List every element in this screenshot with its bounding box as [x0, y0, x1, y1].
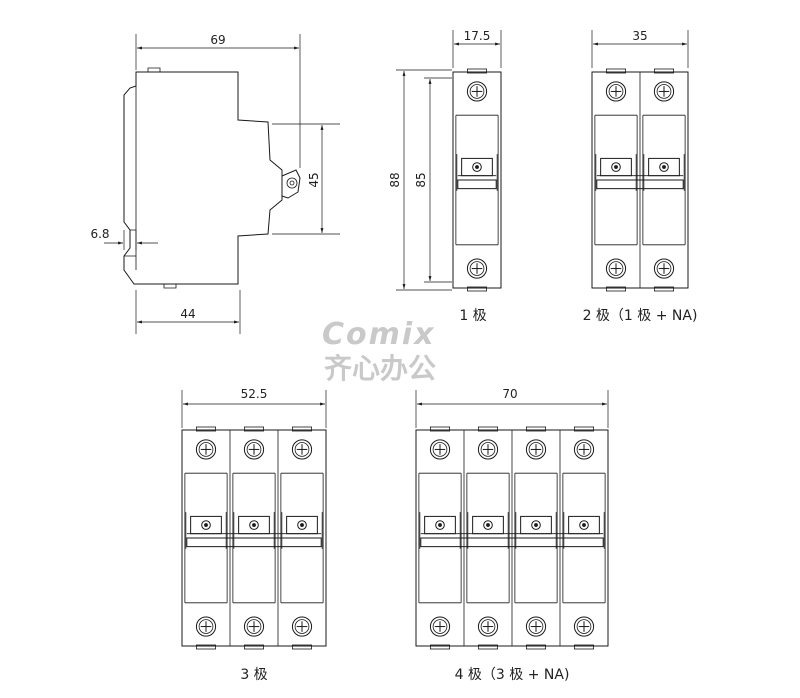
breaker-1-pole — [452, 68, 502, 292]
dim-52-5-label: 52.5 — [241, 387, 268, 401]
watermark-brand-cn: 齐心办公 — [324, 352, 436, 385]
terminal-screw-icon — [477, 616, 499, 637]
breaker-3-pole — [181, 426, 327, 650]
terminal-screw-icon — [605, 81, 627, 102]
indicator-icon — [611, 162, 621, 172]
caption-4-pole: 4 极（3 极 + NA) — [455, 667, 570, 683]
breaker-2-pole — [591, 68, 689, 292]
dim-17-5-label: 17.5 — [464, 29, 491, 43]
indicator-icon — [297, 520, 307, 530]
terminal-screw-icon — [429, 616, 451, 637]
terminal-screw-icon — [291, 439, 313, 460]
handle-bar — [457, 179, 497, 190]
side-view: 69 45 6.8 44 — [90, 33, 340, 334]
dim-70-label: 70 — [502, 387, 517, 401]
terminal-screw-icon — [429, 439, 451, 460]
dim-6-8-label: 6.8 — [90, 227, 109, 241]
indicator-icon — [579, 520, 589, 530]
terminal-screw-icon — [243, 439, 265, 460]
terminal-screw-icon — [653, 81, 675, 102]
terminal-screw-icon — [291, 616, 313, 637]
dim-45-label: 45 — [307, 172, 321, 187]
terminal-screw-icon — [605, 258, 627, 279]
caption-3-pole: 3 极 — [240, 667, 267, 683]
caption-2-pole: 2 极（1 极 + NA) — [583, 308, 698, 324]
handle-bar — [596, 179, 684, 190]
indicator-icon — [201, 520, 211, 530]
lever-knob — [281, 169, 301, 199]
indicator-icon — [483, 520, 493, 530]
indicator-icon — [472, 162, 482, 172]
watermark-brand: Comix — [322, 317, 436, 352]
terminal-screw-icon — [195, 439, 217, 460]
terminal-screw-icon — [243, 616, 265, 637]
side-profile — [123, 71, 283, 285]
terminal-screw-icon — [466, 258, 488, 279]
dim-44-label: 44 — [180, 307, 195, 321]
terminal-screw-icon — [466, 81, 488, 102]
terminal-screw-icon — [525, 439, 547, 460]
caption-1-pole: 1 极 — [459, 308, 486, 324]
indicator-icon — [659, 162, 669, 172]
terminal-screw-icon — [573, 616, 595, 637]
terminal-screw-icon — [653, 258, 675, 279]
terminal-screw-icon — [477, 439, 499, 460]
dim-35-label: 35 — [632, 29, 647, 43]
indicator-icon — [435, 520, 445, 530]
indicator-icon — [249, 520, 259, 530]
handle-bar — [186, 537, 322, 548]
terminal-screw-icon — [525, 616, 547, 637]
dim-88-label: 88 — [388, 172, 402, 187]
terminal-screw-icon — [195, 616, 217, 637]
front-view-2-pole: 35 2 极（1 极 + NA) — [583, 29, 698, 324]
breaker-4-pole — [415, 426, 609, 650]
front-view-4-pole: 70 4 极（3 极 + NA) — [415, 387, 609, 683]
dim-85-label: 85 — [414, 172, 428, 187]
dim-69-label: 69 — [210, 33, 225, 47]
front-view-3-pole: 52.5 3 极 — [181, 387, 327, 683]
indicator-icon — [531, 520, 541, 530]
watermark-logo: Comix 齐心办公 — [322, 317, 436, 385]
terminal-screw-icon — [573, 439, 595, 460]
handle-bar — [420, 537, 604, 548]
front-view-1-pole: 17.5 88 85 1 极 — [388, 29, 502, 324]
